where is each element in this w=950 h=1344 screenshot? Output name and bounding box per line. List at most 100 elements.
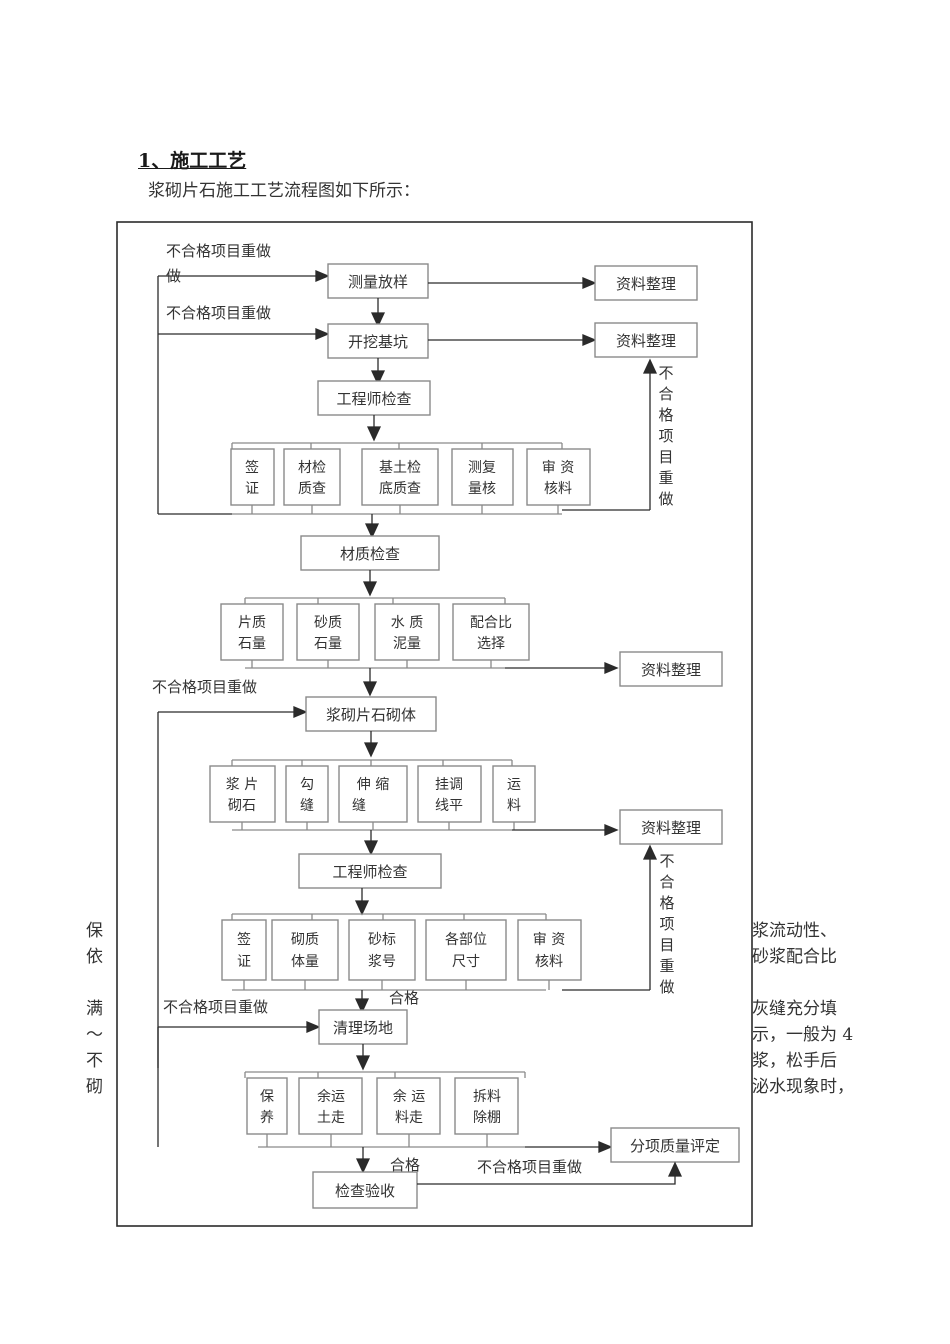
node-masonry-label: 浆砌片石砌体 <box>326 706 416 724</box>
arrow-excavate <box>315 328 330 340</box>
rework-label-2: 不合格项目重做 <box>166 304 271 322</box>
pass-label-2: 合格 <box>390 1156 420 1174</box>
inspection2-box-3-line2: 尺寸 <box>452 954 480 970</box>
inspection2-box-4-line1: 审 资 <box>533 932 565 948</box>
cleanup-box-2-line2: 料走 <box>395 1110 423 1126</box>
rework-label-3: 不合格项目重做 <box>152 678 257 696</box>
right-margin-clipped-text: 浆流动性、 砂浆配合比 灰缝充分填 示，一般为 4 浆，松手后 泌水现象时， <box>752 921 854 1097</box>
inspection2-box-3[interactable] <box>425 919 507 981</box>
arrow-material-check <box>364 523 380 539</box>
rework-label-1b: 做 <box>166 267 181 285</box>
rework-label-4: 不合格项目重做 <box>163 998 268 1016</box>
node-survey[interactable] <box>327 263 429 299</box>
vertical-rework-label-1: 不合格项目重做 <box>658 364 673 508</box>
inspection1-box-1[interactable] <box>283 448 341 506</box>
node-engineer-check-2-label: 工程师检查 <box>332 863 407 881</box>
inspection2-box-2-line2: 浆号 <box>368 954 396 970</box>
material-box-2-line1: 水 质 <box>391 615 423 631</box>
arrow-check2-bus <box>354 900 370 916</box>
arrow-data4 <box>604 824 619 836</box>
page-title: 1、施工工艺 <box>138 150 247 172</box>
node-evaluation[interactable] <box>610 1127 740 1163</box>
material-box-3-line2: 选择 <box>477 636 505 652</box>
material-box-2-line2: 泥量 <box>393 636 421 652</box>
rework-label-1: 不合格项目重做 <box>166 242 271 260</box>
cleanup-box-0-line2: 养 <box>260 1110 274 1126</box>
cleanup-box-3[interactable] <box>454 1077 519 1135</box>
node-data-1-label: 资料整理 <box>616 275 676 293</box>
arrow-check1-bus <box>366 426 382 442</box>
inspection1-box-0-line1: 签 <box>245 459 259 476</box>
inspection2-box-2[interactable] <box>348 919 416 981</box>
arrow-masonry-bus <box>363 742 379 758</box>
node-data-4-label: 资料整理 <box>641 819 701 837</box>
cleanup-box-0[interactable] <box>246 1077 288 1135</box>
inspection1-box-2[interactable] <box>361 448 439 506</box>
node-engineer-check-1-label: 工程师检查 <box>336 390 411 408</box>
inspection1-box-4[interactable] <box>526 448 591 506</box>
inspection2-box-0-line2: 证 <box>237 954 251 970</box>
inspection1-box-3[interactable] <box>451 448 514 506</box>
arrow-cleanup <box>354 998 370 1014</box>
material-box-3[interactable] <box>452 603 530 661</box>
inspection1-box-4-line1: 审 资 <box>542 460 574 476</box>
page-subtitle: 浆砌片石施工工艺流程图如下所示： <box>148 181 420 201</box>
arrow-survey <box>315 270 330 282</box>
masonry-box-1[interactable] <box>285 765 329 823</box>
cleanup-box-0-line1: 保 <box>260 1089 274 1105</box>
inspection2-box-0[interactable] <box>221 919 267 981</box>
material-box-0-line1: 片质 <box>238 615 266 631</box>
node-data-2[interactable] <box>594 322 698 358</box>
node-data-2-label: 资料整理 <box>616 332 676 350</box>
inspection2-box-3-line1: 各部位 <box>445 932 487 948</box>
vertical-rework-label-2: 不合格项目重做 <box>659 852 674 996</box>
masonry-box-0-line1: 浆 片 <box>226 777 258 793</box>
node-data-1[interactable] <box>594 265 698 301</box>
arrow-acceptance <box>355 1158 371 1174</box>
inspection1-box-3-line1: 测复 <box>468 459 496 476</box>
material-box-0-line2: 石量 <box>238 636 266 652</box>
node-acceptance[interactable] <box>312 1171 418 1209</box>
node-survey-label: 测量放样 <box>348 273 408 291</box>
cleanup-box-1[interactable] <box>298 1077 363 1135</box>
node-data-3[interactable] <box>619 651 723 687</box>
inspection1-box-1-line1: 材检 <box>298 460 326 476</box>
node-cleanup[interactable] <box>318 1009 408 1045</box>
inspection1-box-1-line2: 质查 <box>298 481 326 497</box>
masonry-box-0[interactable] <box>209 765 276 823</box>
node-material-check-label: 材质检查 <box>340 545 400 563</box>
inspection2-box-4[interactable] <box>517 919 582 981</box>
material-box-1-line2: 石量 <box>314 636 342 652</box>
arrow-vertical-rework-2 <box>642 844 658 860</box>
left-margin-clipped-text: 保 依 满 ～ 不 砌 <box>86 921 103 1097</box>
arrow-masonry <box>362 681 378 697</box>
arrow-material-bus <box>362 581 378 597</box>
masonry-box-3-line2: 线平 <box>435 798 463 814</box>
arrow-data3 <box>604 662 619 674</box>
node-engineer-check-2[interactable] <box>298 853 442 889</box>
arrow-check2 <box>363 840 379 856</box>
node-data-3-label: 资料整理 <box>641 661 701 679</box>
masonry-box-4[interactable] <box>492 765 536 823</box>
node-evaluation-label: 分项质量评定 <box>630 1137 720 1155</box>
masonry-box-4-line2: 料 <box>507 798 521 814</box>
arrow-cleanup-bus <box>355 1055 371 1071</box>
rework-label-5: 不合格项目重做 <box>477 1158 582 1176</box>
material-box-3-line1: 配合比 <box>470 615 512 631</box>
flowchart-outer-frame <box>116 221 753 1227</box>
inspection1-box-0[interactable] <box>230 448 275 506</box>
node-masonry[interactable] <box>305 696 437 732</box>
node-cleanup-label: 清理场地 <box>333 1019 393 1037</box>
pass-label-1: 合格 <box>389 989 419 1007</box>
arrow-data1 <box>582 277 597 289</box>
cleanup-box-3-line1: 拆料 <box>473 1089 501 1105</box>
inspection1-box-0-line2: 证 <box>245 481 259 497</box>
inspection1-box-2-line2: 底质查 <box>379 481 421 497</box>
inspection1-box-2-line1: 基土检 <box>379 459 421 476</box>
node-engineer-check-1[interactable] <box>317 380 431 416</box>
node-data-4[interactable] <box>619 809 723 845</box>
inspection2-box-1[interactable] <box>271 919 339 981</box>
masonry-box-2[interactable] <box>338 765 408 823</box>
cleanup-box-3-line2: 除棚 <box>473 1110 501 1126</box>
